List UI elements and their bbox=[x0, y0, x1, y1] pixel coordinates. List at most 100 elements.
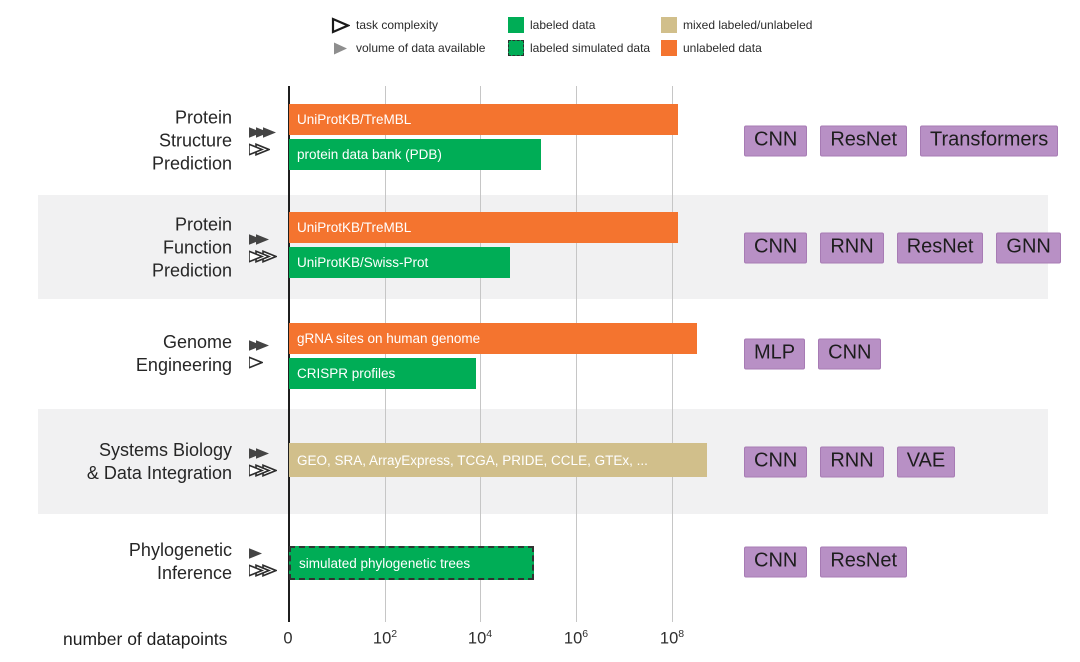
volume-arrows-icon bbox=[249, 126, 277, 139]
task-label: Phylogenetic Inference bbox=[0, 539, 232, 585]
volume-arrows-icon bbox=[249, 547, 263, 560]
legend-item-volume: volume of data available bbox=[331, 39, 485, 57]
model-badge: RNN bbox=[820, 232, 884, 263]
complexity-arrows-icon bbox=[248, 463, 279, 477]
task-label-line: Engineering bbox=[135, 355, 232, 375]
task-row-phylogenetic-inference: Phylogenetic Inference simulated phyloge… bbox=[0, 517, 1080, 607]
model-badges: CNN RNN VAE bbox=[744, 446, 956, 477]
complexity-arrows-icon bbox=[248, 142, 272, 156]
legend-item-mixed: mixed labeled/unlabeled bbox=[661, 16, 812, 34]
legend-label: mixed labeled/unlabeled bbox=[683, 18, 813, 32]
task-label-line: Inference bbox=[156, 563, 232, 583]
legend-item-unlabeled: unlabeled data bbox=[661, 39, 762, 57]
task-label-line: Prediction bbox=[151, 260, 232, 280]
model-badge: CNN bbox=[744, 546, 808, 578]
task-label-line: Function bbox=[162, 237, 232, 257]
model-badge: CNN bbox=[744, 232, 808, 263]
legend-item-labeled: labeled data bbox=[508, 16, 595, 34]
bar-label: GEO, SRA, ArrayExpress, TCGA, PRIDE, CCL… bbox=[297, 452, 648, 468]
legend-label: task complexity bbox=[356, 18, 439, 32]
axis-tick-1e2: 102 bbox=[372, 628, 398, 648]
model-badge: VAE bbox=[896, 446, 956, 477]
task-label: Genome Engineering bbox=[0, 331, 232, 377]
model-badges: CNN ResNet bbox=[744, 546, 908, 578]
y-axis-line bbox=[288, 86, 290, 622]
task-label-line: Systems Biology bbox=[98, 439, 232, 460]
indicator-arrows bbox=[248, 339, 270, 369]
model-badges: CNN ResNet Transformers bbox=[744, 125, 1059, 156]
bar-group: simulated phylogenetic trees bbox=[289, 546, 534, 584]
data-bar: simulated phylogenetic trees bbox=[289, 546, 534, 580]
volume-arrows-icon bbox=[249, 447, 270, 460]
gridline-1e2 bbox=[385, 86, 386, 622]
task-row-protein-function: Protein Function Prediction UniProtKB/Tr… bbox=[0, 196, 1080, 299]
legend-label: volume of data available bbox=[356, 41, 486, 55]
model-badge: ResNet bbox=[896, 232, 984, 263]
data-bar: CRISPR profiles bbox=[289, 358, 476, 389]
axis-tick-1e4: 104 bbox=[467, 628, 493, 648]
bar-label: UniProtKB/TreMBL bbox=[297, 220, 412, 235]
task-label-line: Protein bbox=[174, 214, 232, 234]
task-label: Protein Structure Prediction bbox=[0, 106, 232, 175]
data-bar: gRNA sites on human genome bbox=[289, 323, 697, 354]
bar-group: gRNA sites on human genome CRISPR profil… bbox=[289, 323, 697, 393]
task-row-protein-structure: Protein Structure Prediction UniProtKB/T… bbox=[0, 88, 1080, 193]
task-label-line: Structure bbox=[158, 130, 232, 150]
bar-label: UniProtKB/Swiss-Prot bbox=[297, 255, 429, 270]
triangle-filled-icon bbox=[331, 41, 350, 56]
model-badge: GNN bbox=[996, 232, 1061, 263]
gridline-1e8 bbox=[672, 86, 673, 622]
bar-group: UniProtKB/TreMBL UniProtKB/Swiss-Prot bbox=[289, 212, 678, 282]
indicator-arrows bbox=[248, 126, 277, 156]
task-label: Protein Function Prediction bbox=[0, 213, 232, 282]
triangle-hollow-icon bbox=[331, 16, 350, 34]
model-badges: CNN RNN ResNet GNN bbox=[744, 232, 1061, 263]
model-badge: Transformers bbox=[920, 125, 1059, 156]
volume-arrows-icon bbox=[249, 233, 270, 246]
model-badges: MLP CNN bbox=[744, 338, 882, 370]
x-axis-title: number of datapoints bbox=[63, 629, 228, 649]
indicator-arrows bbox=[248, 547, 279, 577]
legend-label: labeled data bbox=[530, 18, 596, 32]
orange-square-icon bbox=[661, 40, 677, 56]
volume-arrows-icon bbox=[249, 339, 270, 352]
complexity-arrows-icon bbox=[248, 356, 265, 369]
model-badge: CNN bbox=[744, 446, 808, 477]
legend-label: labeled simulated data bbox=[530, 41, 651, 55]
task-label-line: Phylogenetic bbox=[128, 540, 232, 560]
bar-group: UniProtKB/TreMBL protein data bank (PDB) bbox=[289, 104, 678, 174]
bar-label: CRISPR profiles bbox=[297, 366, 396, 381]
complexity-arrows-icon bbox=[248, 249, 279, 263]
gridline-1e6 bbox=[576, 86, 577, 622]
axis-tick-0: 0 bbox=[283, 629, 293, 648]
data-bar: GEO, SRA, ArrayExpress, TCGA, PRIDE, CCL… bbox=[289, 443, 707, 477]
bar-group: GEO, SRA, ArrayExpress, TCGA, PRIDE, CCL… bbox=[289, 443, 707, 481]
task-row-genome-engineering: Genome Engineering gRNA sites on human g… bbox=[0, 299, 1080, 409]
legend-item-task-complexity: task complexity bbox=[331, 16, 438, 34]
green-dashed-square-icon bbox=[508, 40, 524, 56]
model-badge: CNN bbox=[744, 125, 808, 156]
axis-tick-1e8: 108 bbox=[659, 628, 685, 648]
green-square-icon bbox=[508, 17, 524, 33]
task-label-line: Protein bbox=[174, 107, 232, 127]
data-bar: protein data bank (PDB) bbox=[289, 139, 541, 170]
task-label-line: Genome bbox=[162, 332, 232, 352]
indicator-arrows bbox=[248, 447, 279, 477]
complexity-arrows-icon bbox=[248, 564, 279, 577]
task-label-line: & Data Integration bbox=[86, 462, 232, 483]
data-bar: UniProtKB/Swiss-Prot bbox=[289, 247, 510, 278]
task-label-line: Prediction bbox=[151, 153, 232, 173]
tan-square-icon bbox=[661, 17, 677, 33]
data-bar: UniProtKB/TreMBL bbox=[289, 212, 678, 243]
model-badge: CNN bbox=[818, 338, 882, 370]
axis-tick-1e6: 106 bbox=[563, 628, 589, 648]
gridline-1e4 bbox=[480, 86, 481, 622]
bar-label: protein data bank (PDB) bbox=[297, 147, 442, 162]
bar-label: UniProtKB/TreMBL bbox=[297, 112, 412, 127]
model-badge: ResNet bbox=[820, 546, 908, 578]
bar-label: gRNA sites on human genome bbox=[297, 331, 481, 346]
data-bar: UniProtKB/TreMBL bbox=[289, 104, 678, 135]
bar-label: simulated phylogenetic trees bbox=[299, 555, 471, 571]
legend-label: unlabeled data bbox=[683, 41, 762, 55]
